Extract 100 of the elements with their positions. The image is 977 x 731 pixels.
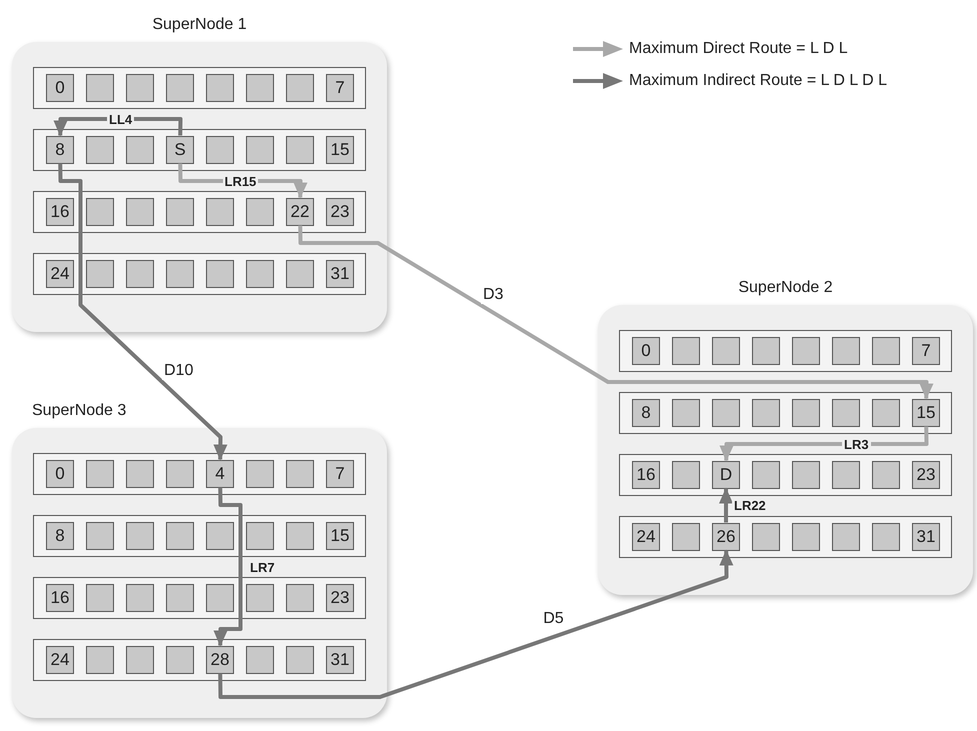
node-box bbox=[246, 136, 274, 164]
node-box bbox=[126, 260, 154, 288]
route-arrow bbox=[58, 163, 228, 460]
node-box bbox=[872, 460, 900, 488]
node-box bbox=[672, 398, 700, 426]
supernode-title: SuperNode 1 bbox=[152, 16, 247, 34]
node-box bbox=[86, 584, 114, 612]
node-box: 4 bbox=[206, 460, 234, 488]
node-box: 0 bbox=[46, 460, 74, 488]
node-box bbox=[246, 198, 274, 226]
node-box bbox=[752, 522, 780, 550]
node-box bbox=[832, 522, 860, 550]
node-box bbox=[166, 522, 194, 550]
drawer-row bbox=[33, 639, 366, 681]
edge-label: D10 bbox=[162, 362, 196, 380]
node-box bbox=[712, 398, 740, 426]
drawer-row bbox=[33, 577, 366, 619]
node-box: 16 bbox=[46, 584, 74, 612]
node-box bbox=[792, 336, 820, 364]
node-box bbox=[166, 584, 194, 612]
node-box: 16 bbox=[632, 460, 660, 488]
node-box: 0 bbox=[632, 336, 660, 364]
drawer-row bbox=[33, 67, 366, 109]
node-box: 16 bbox=[46, 198, 74, 226]
node-box bbox=[206, 74, 234, 102]
node-box bbox=[832, 336, 860, 364]
node-box bbox=[126, 460, 154, 488]
node-box bbox=[246, 460, 274, 488]
node-box bbox=[832, 460, 860, 488]
node-box bbox=[126, 74, 154, 102]
legend-text: Maximum Direct Route = L D L bbox=[629, 40, 848, 58]
node-box bbox=[206, 198, 234, 226]
node-box: 24 bbox=[632, 522, 660, 550]
node-box: D bbox=[712, 460, 740, 488]
node-box bbox=[206, 584, 234, 612]
node-box bbox=[86, 460, 114, 488]
node-box bbox=[672, 336, 700, 364]
node-box bbox=[206, 522, 234, 550]
node-box: 15 bbox=[326, 522, 354, 550]
node-box: 24 bbox=[46, 646, 74, 674]
node-box bbox=[206, 260, 234, 288]
node-box bbox=[246, 260, 274, 288]
node-box bbox=[872, 522, 900, 550]
node-box bbox=[206, 136, 234, 164]
node-box: 23 bbox=[326, 198, 354, 226]
node-box bbox=[246, 584, 274, 612]
node-box: 23 bbox=[912, 460, 940, 488]
route-arrow bbox=[213, 487, 242, 646]
node-box bbox=[166, 460, 194, 488]
node-box bbox=[166, 646, 194, 674]
node-box bbox=[126, 136, 154, 164]
node-box bbox=[672, 522, 700, 550]
node-box: 31 bbox=[326, 260, 354, 288]
drawer-row bbox=[33, 129, 366, 171]
node-box: 23 bbox=[326, 584, 354, 612]
node-box bbox=[872, 336, 900, 364]
node-box bbox=[86, 260, 114, 288]
node-box bbox=[712, 336, 740, 364]
node-box bbox=[752, 398, 780, 426]
legend-text: Maximum Indirect Route = L D L D L bbox=[629, 72, 888, 90]
route-arrow bbox=[719, 488, 733, 522]
node-box: 31 bbox=[326, 646, 354, 674]
node-box bbox=[86, 198, 114, 226]
node-box bbox=[166, 74, 194, 102]
route-arrow bbox=[719, 426, 928, 462]
node-box bbox=[286, 74, 314, 102]
route-arrow bbox=[218, 550, 734, 699]
drawer-row bbox=[619, 392, 952, 434]
node-box: S bbox=[166, 136, 194, 164]
node-box bbox=[126, 646, 154, 674]
node-box bbox=[246, 74, 274, 102]
node-box bbox=[166, 198, 194, 226]
node-box: 7 bbox=[326, 460, 354, 488]
drawer-row bbox=[33, 515, 366, 557]
node-box bbox=[752, 336, 780, 364]
node-box bbox=[166, 260, 194, 288]
supernode-title: SuperNode 2 bbox=[738, 279, 833, 297]
edge-label: D3 bbox=[481, 286, 506, 304]
node-box: 8 bbox=[46, 136, 74, 164]
node-box bbox=[872, 398, 900, 426]
edge-label: LR3 bbox=[842, 436, 871, 452]
drawer-row bbox=[33, 253, 366, 295]
node-box bbox=[86, 136, 114, 164]
node-box: 15 bbox=[912, 398, 940, 426]
node-box bbox=[286, 646, 314, 674]
node-box bbox=[792, 522, 820, 550]
node-box: 8 bbox=[46, 522, 74, 550]
drawer-row bbox=[619, 516, 952, 558]
node-box: 24 bbox=[46, 260, 74, 288]
node-box bbox=[86, 74, 114, 102]
route-arrow bbox=[298, 225, 934, 400]
node-box bbox=[286, 522, 314, 550]
drawer-row bbox=[619, 454, 952, 496]
node-box bbox=[286, 460, 314, 488]
supernode-title: SuperNode 3 bbox=[32, 402, 126, 420]
node-box: 15 bbox=[326, 136, 354, 164]
node-box bbox=[286, 136, 314, 164]
node-box bbox=[86, 646, 114, 674]
node-box: 22 bbox=[286, 198, 314, 226]
node-box bbox=[672, 460, 700, 488]
